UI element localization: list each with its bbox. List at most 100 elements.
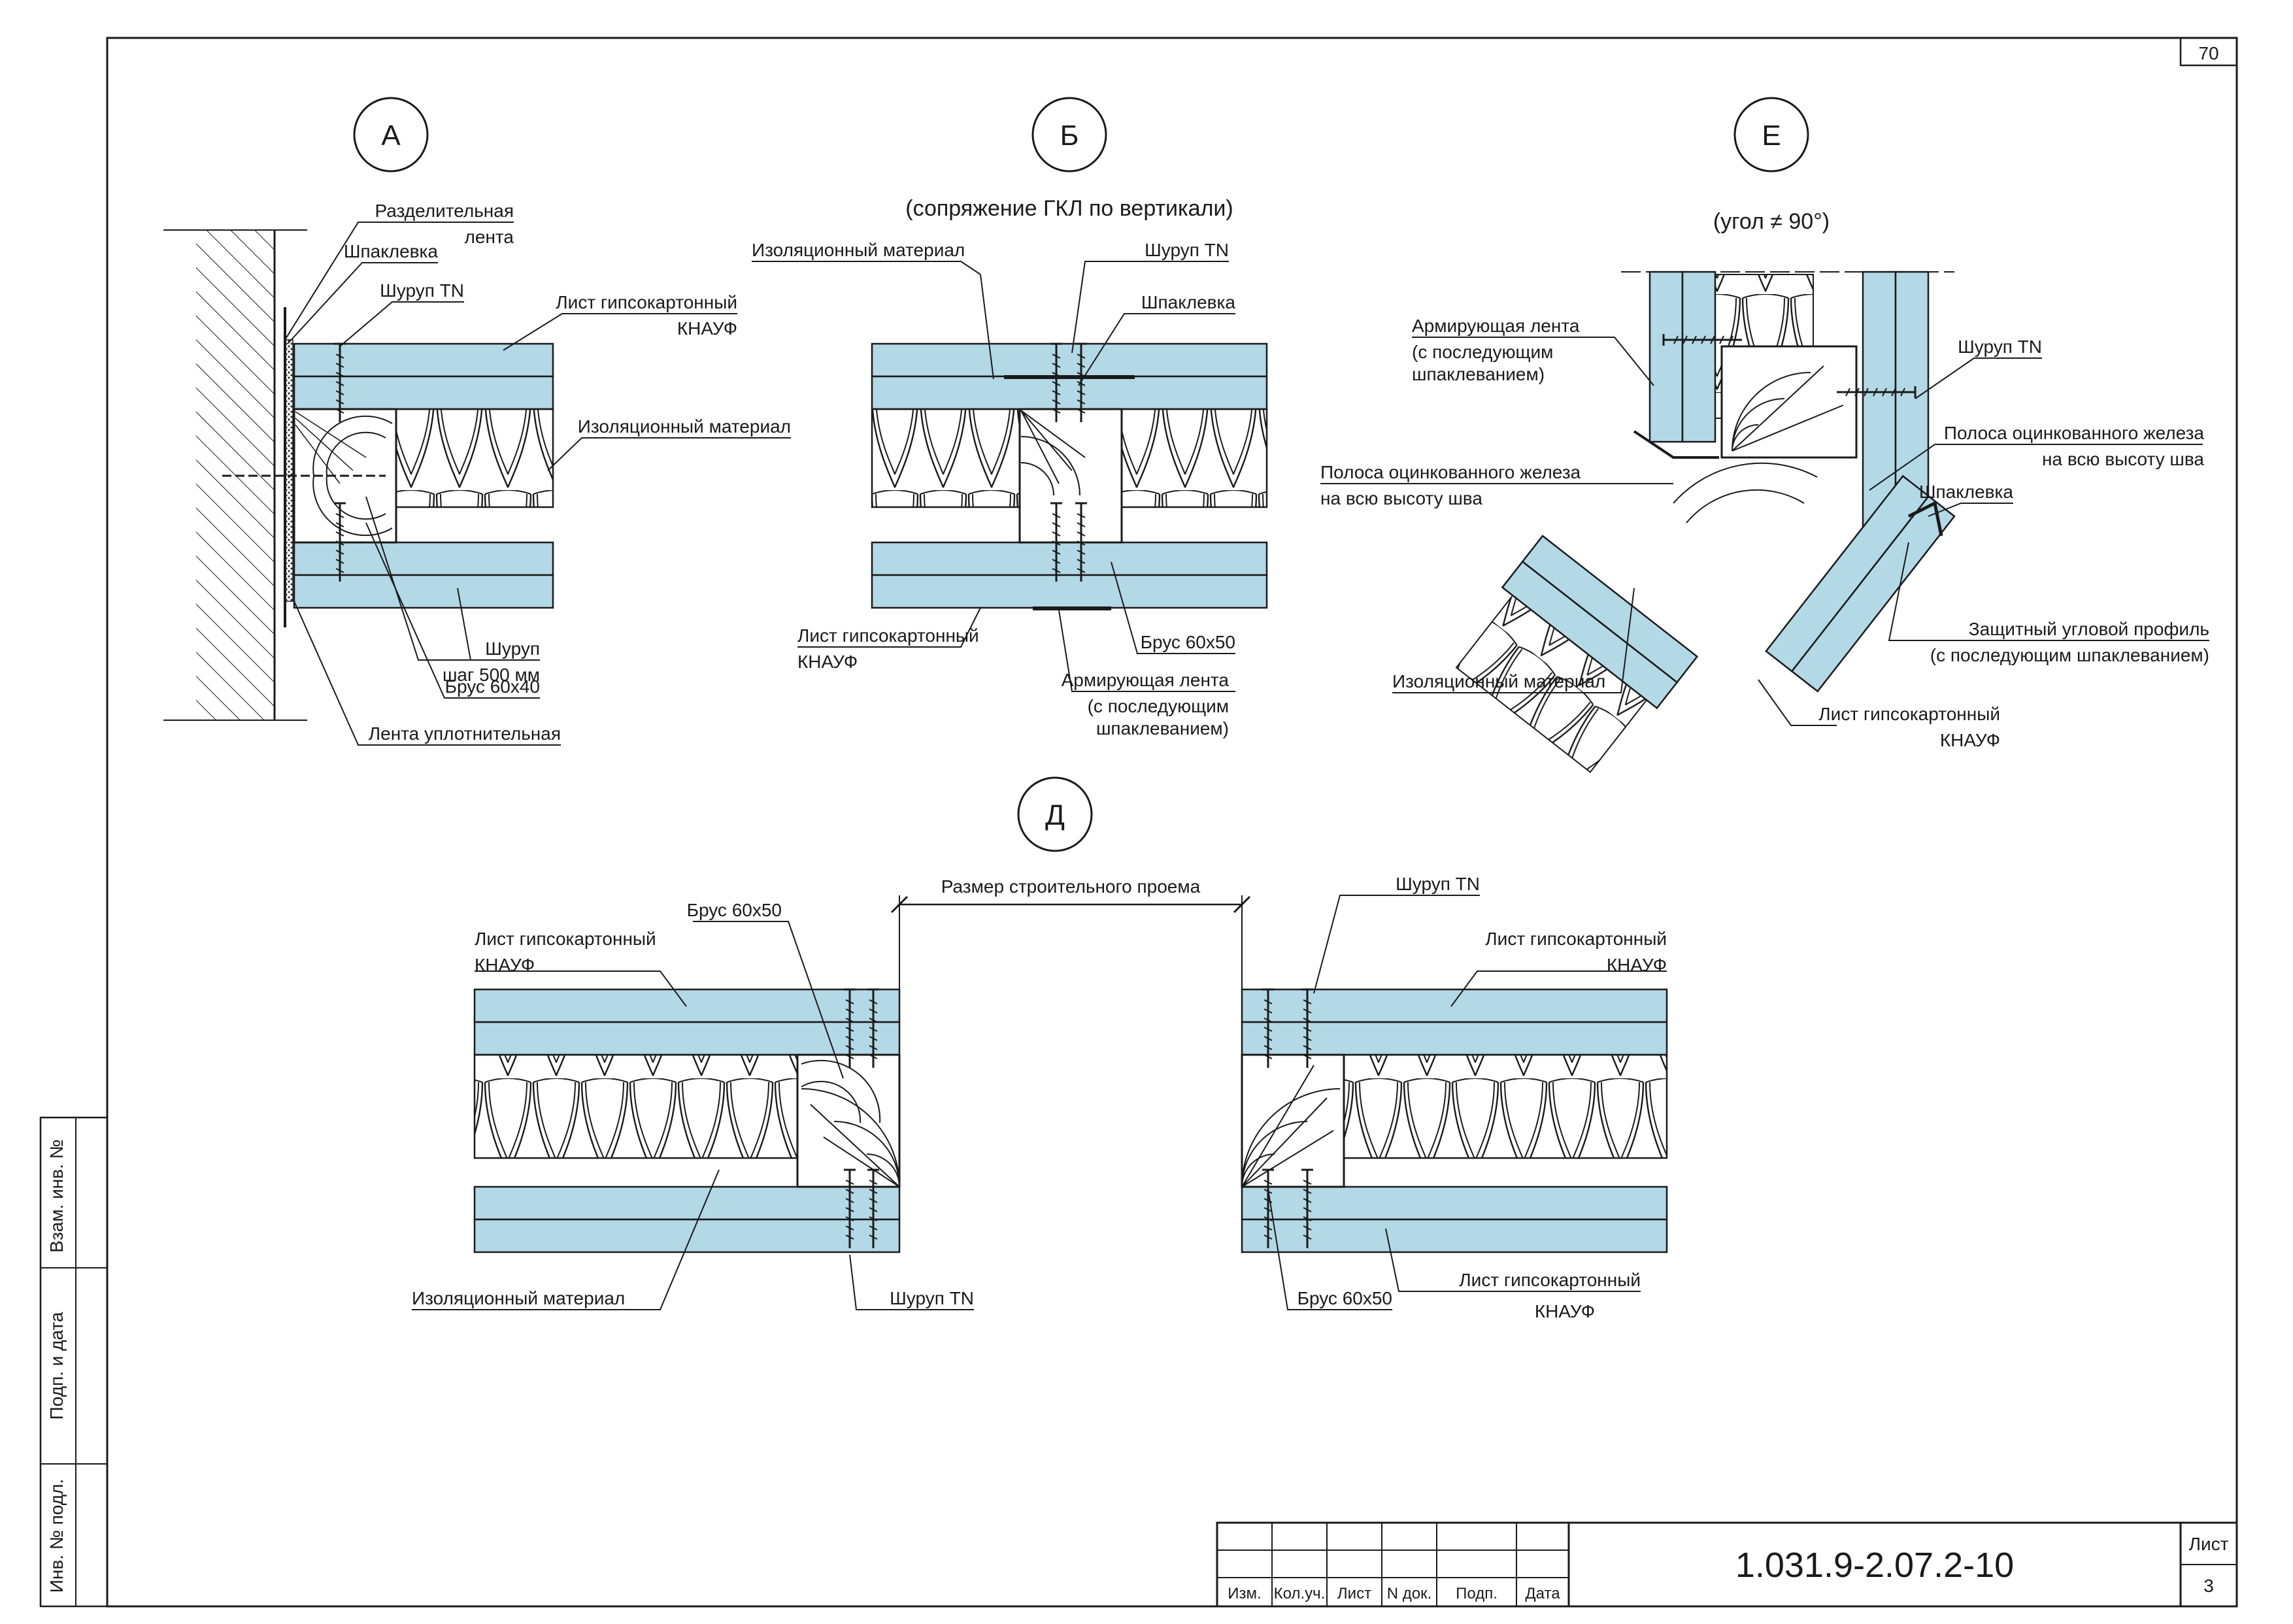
label-steel-strip-2: на всю высоту шва [2042,449,2204,469]
gkl-board [473,1185,901,1221]
stamp-header-koluch: Кол.уч. [1274,1585,1326,1602]
label-putty: Шпаклевка [344,241,439,261]
insulation [1120,408,1268,508]
stamp-header-date: Дата [1525,1585,1560,1602]
detail-b-letter: Б [1060,120,1079,152]
label-gkl-right-top: Лист гипсокартонный [1485,929,1667,949]
label-screw-left: Шуруп TN [890,1288,974,1308]
label-reinforcing-tape-3: шпаклеванием) [1096,718,1229,738]
label-corner-profile: Защитный угловой профиль [1969,619,2209,639]
page-number: 70 [2198,43,2218,63]
stamp-header-list: Лист [1337,1585,1371,1602]
label-reinforcing-tape: Армирующая лента [1412,316,1580,336]
label-corner-profile-2: (с последующим шпаклеванием) [1930,645,2209,665]
label-gkl-right-bot: Лист гипсокартонный [1459,1270,1641,1290]
gkl-board [1765,474,1930,672]
sheet-label: Лист [2189,1534,2229,1554]
gkl-board [1681,271,1716,443]
title-block: Изм. Кол.уч. Лист N док. Подп. Дата 1.03… [1216,1521,2238,1608]
gkl-board [293,541,554,576]
gkl-board [871,574,1268,609]
detail-d: Д Размер строительного проема [412,776,1668,1321]
label-sealing-tape: Лента уплотнительная [369,723,561,744]
timber-beam [1720,345,1858,459]
label-screw-step: шаг 500 мм [443,665,540,685]
stamp-header-ndok: N док. [1387,1585,1432,1602]
label-gkl-knauf: КНАУФ [1940,730,2000,750]
label-insulation: Изоляционный материал [412,1288,625,1308]
label-insulation: Изоляционный материал [578,416,791,437]
label-gkl: Лист гипсокартонный [556,292,737,312]
label-screw-tn: Шуруп TN [1145,240,1229,260]
gkl-board [1241,988,1668,1023]
detail-a-letter: А [381,120,401,152]
insulation [395,408,554,508]
label-reinforcing-tape-2: (с последующим [1412,342,1553,362]
detail-a-marker [353,97,429,173]
label-screw-tn: Шуруп TN [1958,337,2042,357]
label-beam-right: Брус 60х50 [1297,1288,1392,1308]
sheet-frame: 70 [106,37,2238,1608]
detail-e-subtitle: (угол ≠ 90°) [1713,209,1830,234]
document-code: 1.031.9-2.07.2-10 [1735,1546,2014,1585]
timber-beam [796,1053,901,1188]
gkl-board [1241,1218,1668,1253]
label-separating-tape-2: лента [465,227,514,247]
detail-e-letter: Е [1762,120,1781,152]
timber-beam [1241,1053,1345,1188]
gkl-board [473,988,901,1023]
detail-e-marker [1733,97,1809,173]
gkl-board [1241,1185,1668,1221]
label-gkl-right-bot-knauf: КНАУФ [1535,1301,1595,1321]
gkl-board [293,574,554,609]
insulation [1343,1053,1668,1159]
detail-b-subtitle: (сопряжение ГКЛ по вертикали) [905,196,1233,221]
label-gkl-knauf: КНАУФ [797,652,858,672]
label-screw-tn: Шуруп TN [380,280,464,301]
label-steel-strip-left-2: на всю высоту шва [1320,488,1482,508]
label-gkl-left: Лист гипсокартонный [475,929,656,949]
detail-e: Е (угол ≠ 90°) [1320,97,2209,773]
detail-b: Б (сопряжение ГКЛ по вертикали) Изоляцио… [752,97,1268,738]
insulation [1455,594,1648,773]
label-reinforcing-tape-3: шпаклеванием) [1412,364,1545,384]
label-gkl-knauf: КНАУФ [677,318,737,339]
label-opening-size: Размер строительного проема [941,876,1201,897]
gkl-board [293,342,554,378]
label-beam: Брус 60х40 [445,676,540,697]
gkl-board [871,541,1268,576]
label-insulation: Изоляционный материал [752,240,965,260]
gkl-board [871,375,1268,410]
sheet-number: 3 [2203,1576,2214,1596]
label-gkl-right-top-knauf: КНАУФ [1607,955,1667,975]
detail-b-marker [1031,97,1107,173]
label-gkl: Лист гипсокартонный [797,625,979,646]
label-beam: Брус 60х50 [1141,632,1235,652]
gkl-board [871,342,1268,378]
field-inv-number: Инв. № подл. [46,1479,67,1593]
gkl-board [473,1021,901,1056]
label-putty: Шпаклевка [1919,482,2014,502]
timber-beam [1018,408,1123,544]
label-screw: Шуруп [485,638,540,659]
label-reinforcing-tape: Армирующая лента [1062,670,1230,690]
detail-d-marker [1017,776,1093,852]
label-reinforcing-tape-2: (с последующим [1088,696,1229,716]
insulation [871,408,1024,508]
label-separating-tape: Разделительная [375,201,514,221]
field-sign-date: Подп. и дата [46,1312,67,1419]
label-gkl-left-knauf: КНАУФ [475,955,535,975]
label-screw-right: Шуруп TN [1396,874,1480,894]
label-insulation: Изоляционный материал [1392,671,1605,691]
insulation [473,1053,799,1159]
label-steel-strip-left: Полоса оцинкованного железа [1320,462,1581,482]
label-gkl: Лист гипсокартонный [1818,704,2000,724]
detail-d-letter: Д [1045,799,1065,831]
label-beam-left: Брус 60х50 [687,900,782,920]
detail-a: А Разд [163,97,791,746]
stamp-header-izm: Изм. [1228,1585,1261,1602]
side-fields: Взам. инв. № Подп. и дата Инв. № подл. [39,1116,109,1608]
stamp-header-podp: Подп. [1456,1585,1498,1602]
